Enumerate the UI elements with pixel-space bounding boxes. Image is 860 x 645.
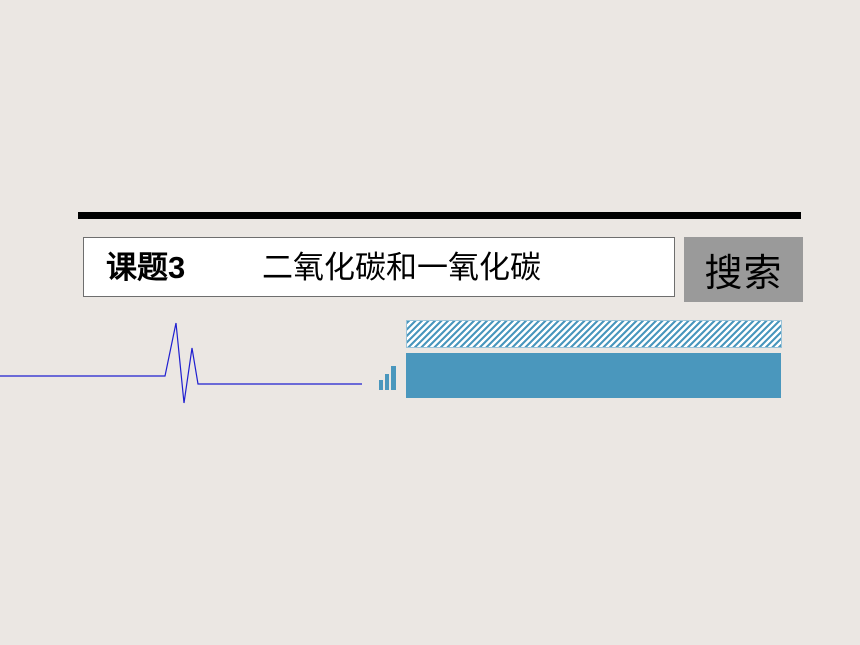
lesson-number: 课题3 bbox=[106, 250, 186, 285]
lesson-topic: 二氧化碳和一氧化碳 bbox=[262, 250, 541, 286]
title-top-rule bbox=[78, 212, 801, 219]
lesson-title-box: 课题3 二氧化碳和一氧化碳 bbox=[83, 237, 675, 297]
search-button-label: 搜索 bbox=[704, 251, 783, 295]
solid-accent-bar bbox=[406, 353, 781, 398]
hatched-accent-bar bbox=[406, 320, 782, 348]
signal-bars-icon bbox=[379, 366, 396, 390]
heartbeat-line-icon bbox=[0, 322, 362, 404]
search-button[interactable]: 搜索 bbox=[684, 237, 803, 302]
